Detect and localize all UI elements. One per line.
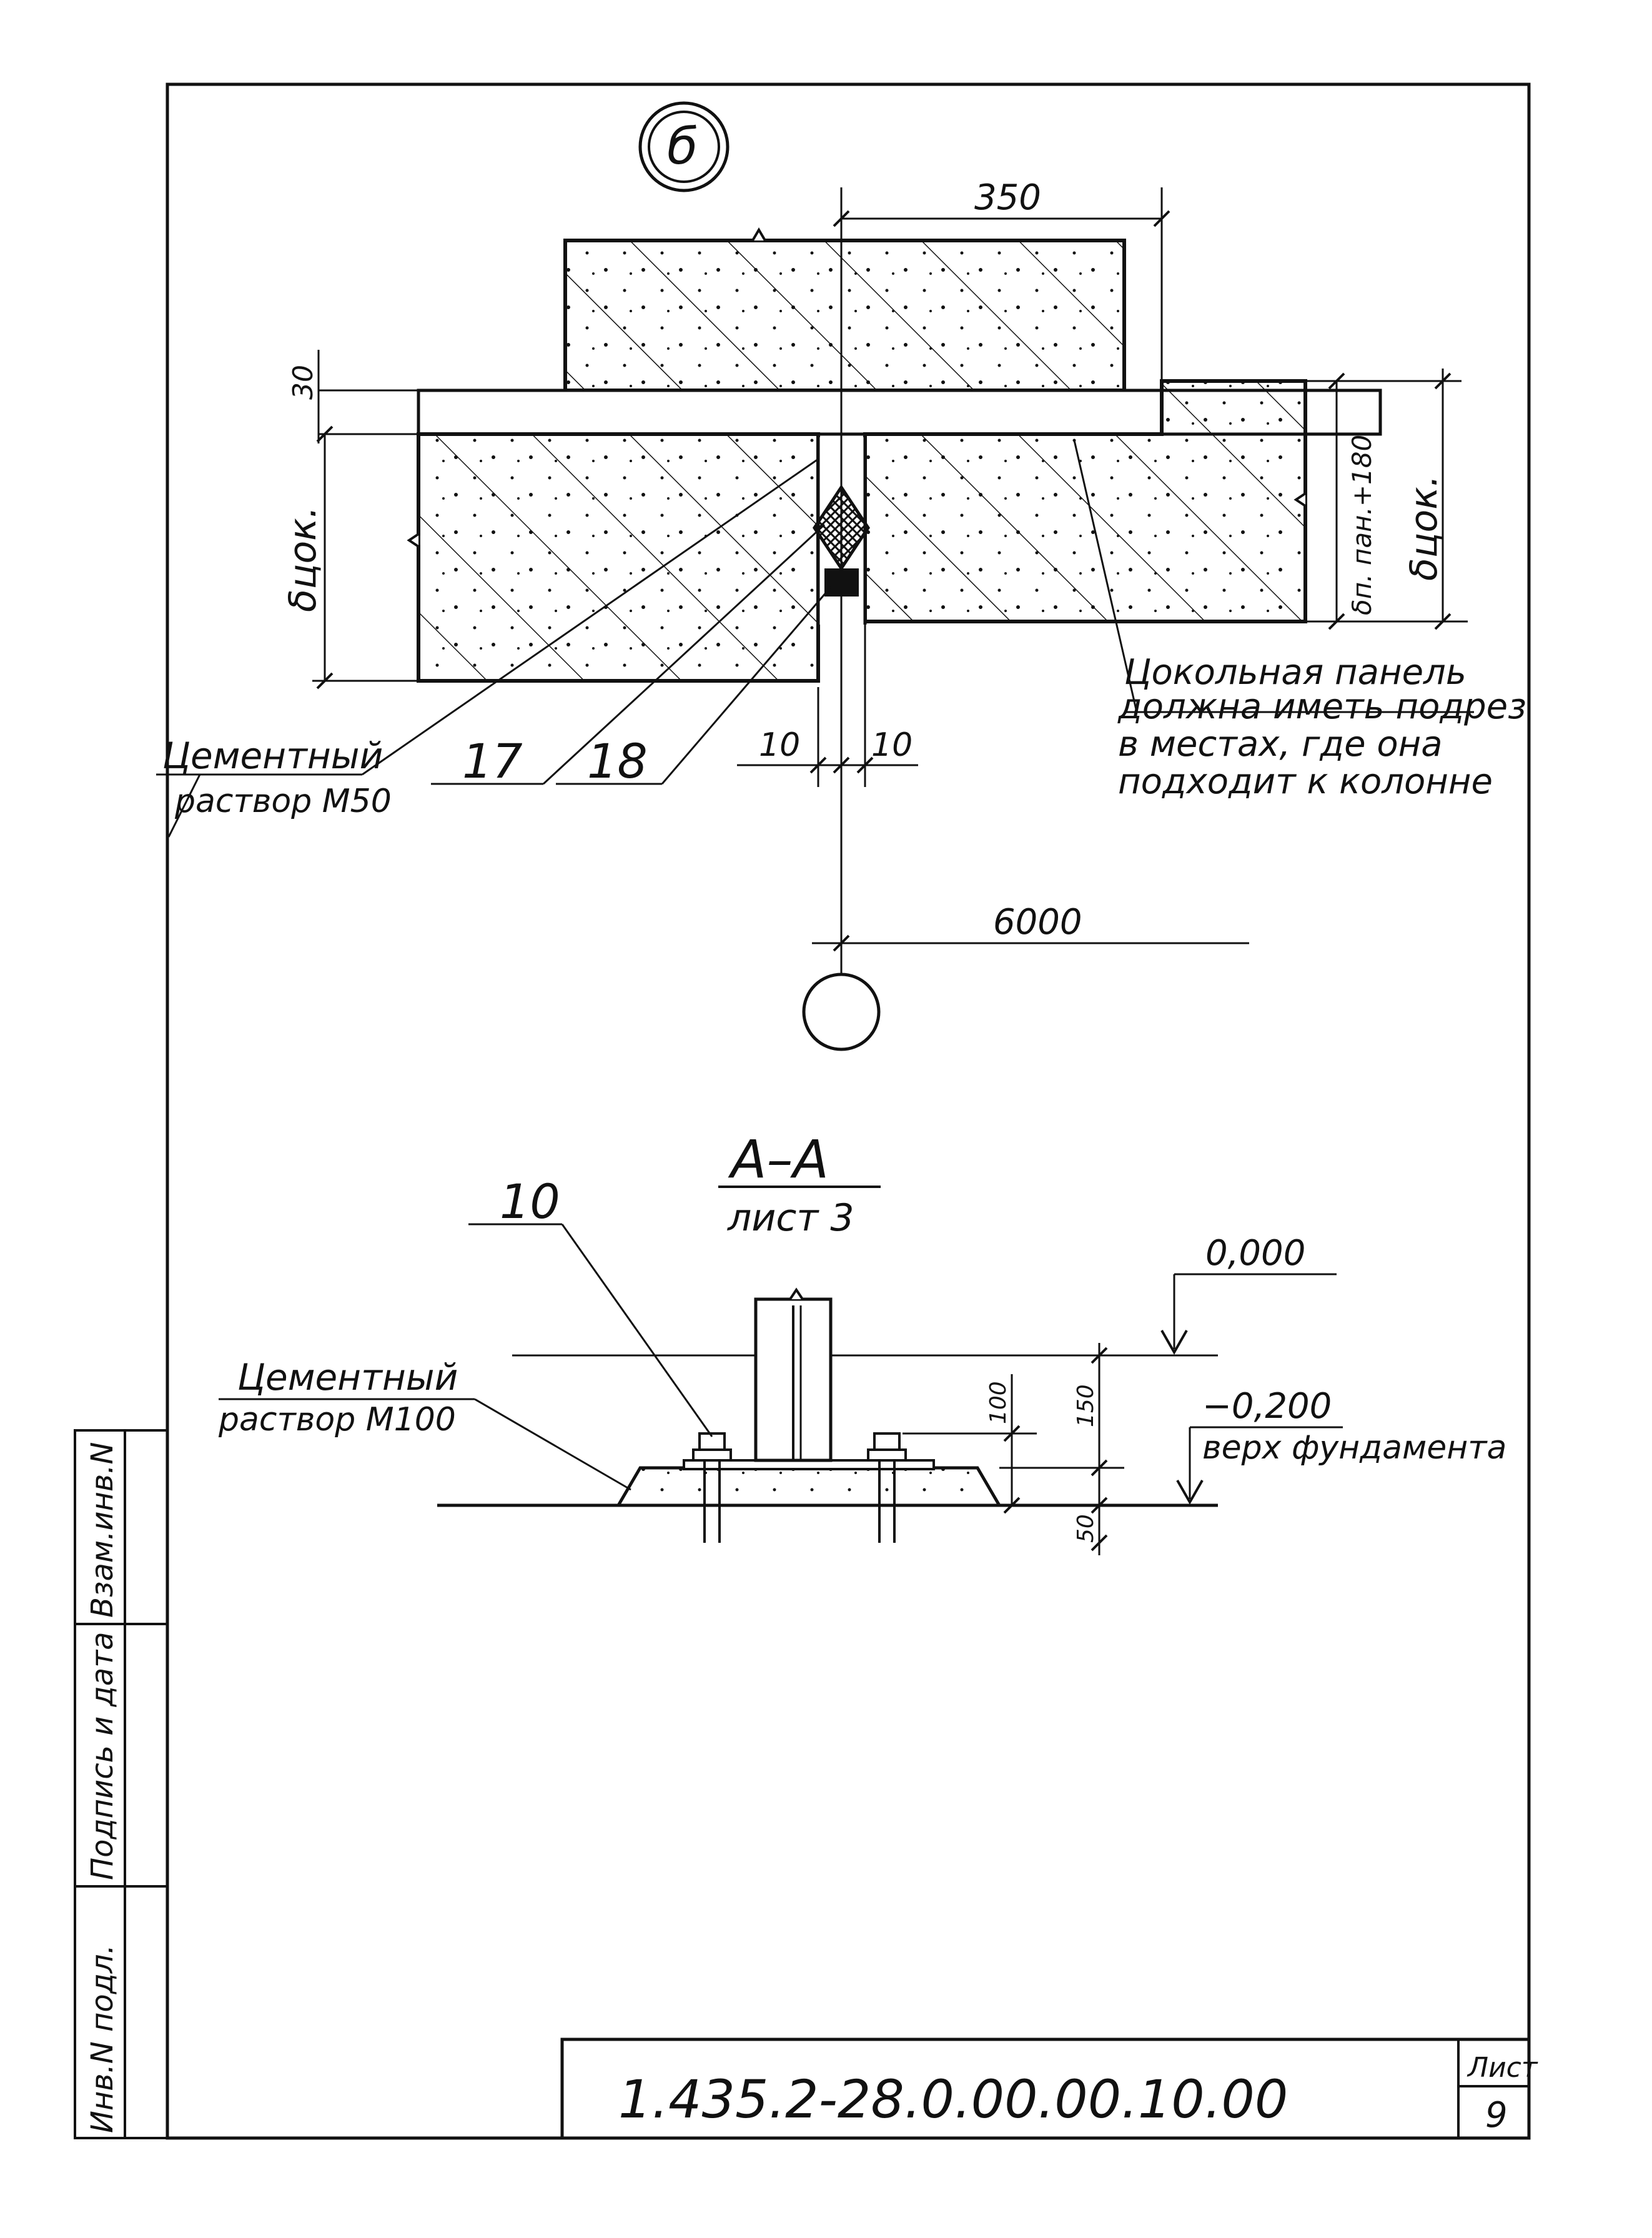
plinth-note-line3: в местах, где она	[1118, 724, 1443, 765]
elevation-foundation-label: верх фундамента	[1202, 1429, 1506, 1467]
dim-350: 350	[833, 177, 1170, 381]
callout-10-label: 10	[500, 1174, 560, 1229]
mortar-m50-line1: Цементный	[162, 735, 383, 777]
elevation-foundation-value: −0,200	[1202, 1386, 1332, 1427]
mortar-pad	[615, 1466, 1002, 1507]
dim-panel-height: δп. пан.+180	[1305, 372, 1468, 630]
callout-18-label: 18	[587, 733, 648, 789]
section-title-label: А–А	[728, 1129, 829, 1190]
mortar-m100-line1: Цементный	[237, 1356, 458, 1399]
dim-100-label: 100	[986, 1381, 1011, 1424]
anchor-bolt-left	[692, 1432, 732, 1543]
dim-joint-right-label: 10	[871, 726, 913, 764]
document-code: 1.435.2-28.0.00.00.10.00	[618, 2069, 1288, 2130]
mortar-m50-line2: раствор М50	[174, 783, 392, 820]
detail-marker: б	[638, 101, 730, 192]
stamp-col-inv: Инв.N подл.	[85, 1944, 120, 2133]
dim-panel-height-label: δп. пан.+180	[1347, 435, 1377, 615]
callout-mortar-m50: Цементный раствор М50	[156, 458, 819, 838]
callout-mortar-m100: Цементный раствор М100	[218, 1356, 631, 1491]
dim-left-height-label: δцок.	[281, 506, 325, 612]
dim-vertical-section: 100 150 50	[903, 1343, 1124, 1555]
dim-6000-label: 6000	[993, 902, 1082, 943]
dim-6000: 6000	[812, 902, 1249, 952]
callout-18: 18	[556, 587, 832, 789]
sheet-number: 9	[1485, 2095, 1508, 2136]
column-block	[563, 227, 1126, 392]
anchor-bolt-right	[867, 1432, 907, 1543]
dim-joint-left-label: 10	[759, 726, 800, 764]
dim-150-label: 150	[1073, 1384, 1099, 1427]
callout-plinth-note: Цокольная панель должна иметь подрез в м…	[1073, 440, 1526, 802]
dim-joint: 10 10	[737, 625, 918, 787]
plinth-note-line4: подходит к колонне	[1118, 761, 1493, 802]
elevation-zero-label: 0,000	[1205, 1233, 1305, 1274]
elevation-zero: 0,000	[1160, 1233, 1337, 1355]
callout-17-label: 17	[462, 733, 523, 789]
callout-17: 17	[431, 523, 826, 789]
dim-350-label: 350	[974, 177, 1041, 218]
callout-10: 10	[468, 1174, 713, 1437]
dim-30: 30	[287, 350, 418, 443]
mortar-m100-line2: раствор М100	[218, 1401, 456, 1438]
title-block: 1.435.2-28.0.00.00.10.00 Лист 9	[560, 2037, 1538, 2140]
column-stub	[754, 1287, 833, 1462]
dim-30-label: 30	[287, 365, 319, 400]
plinth-note-line1: Цокольная панель	[1124, 652, 1467, 693]
stamp-col-replace: Взам.инв.N	[85, 1442, 120, 1618]
dim-right-height: δцок.	[1387, 369, 1462, 630]
detail-marker-label: б	[667, 117, 698, 176]
elevation-foundation: −0,200 верх фундамента	[1176, 1386, 1506, 1505]
dim-left-height: δцок.	[281, 425, 418, 690]
dim-50-label: 50	[1073, 1514, 1099, 1543]
section-title: А–А лист 3	[718, 1129, 881, 1240]
dim-right-height-label: δцок.	[1402, 475, 1446, 581]
axis-bubble	[802, 973, 881, 1051]
stamp-col-signature: Подпись и дата	[85, 1631, 120, 1880]
sheet-label: Лист	[1467, 2052, 1538, 2084]
plinth-panel-left	[407, 432, 820, 683]
plinth-note-line2: должна иметь подрез	[1117, 686, 1526, 727]
section-subtitle: лист 3	[727, 1196, 854, 1240]
side-stamp: Инв.N подл. Подпись и дата Взам.инв.N	[74, 1429, 169, 2139]
